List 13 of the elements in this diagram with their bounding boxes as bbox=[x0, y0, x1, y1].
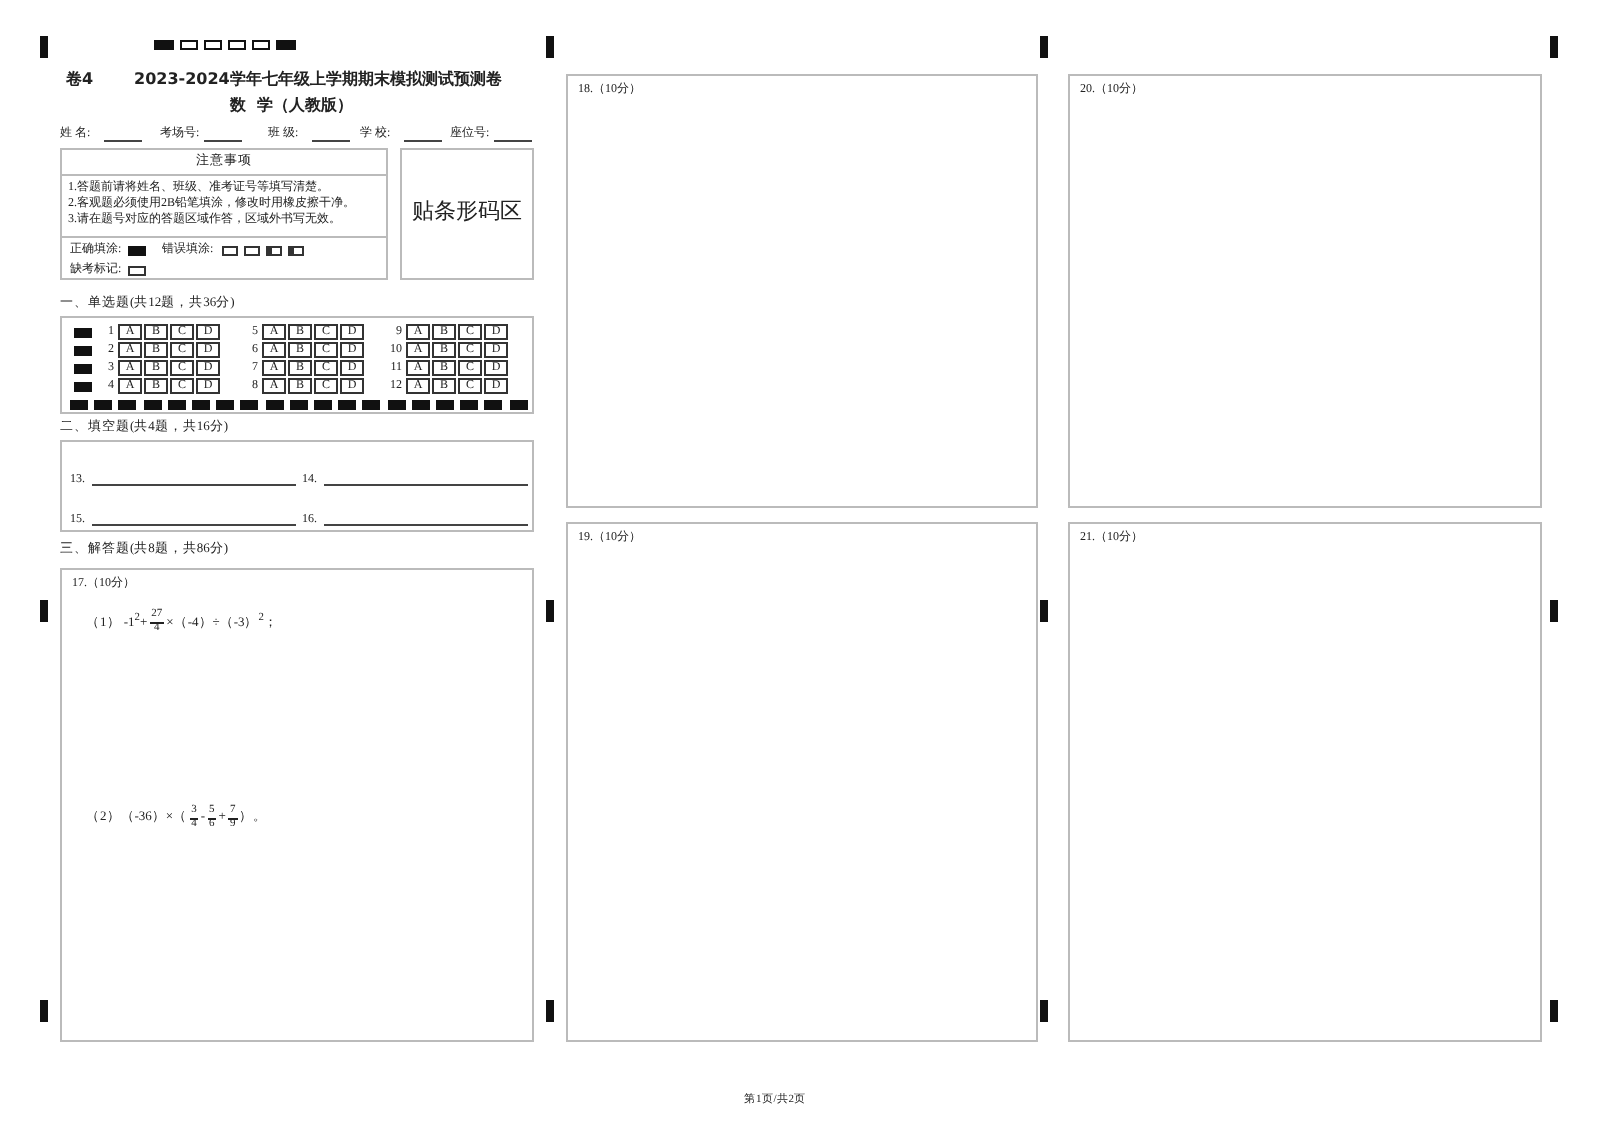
subject-title: 数 学（人教版） bbox=[230, 98, 354, 114]
answer-box bbox=[1068, 74, 1542, 508]
answer-box bbox=[60, 568, 534, 1042]
sheet-number: 卷4 bbox=[66, 72, 94, 88]
choice-answer-grid bbox=[60, 316, 534, 414]
exam-title: 2023-2024学年七年级上学期期末模拟测试预测卷 bbox=[134, 72, 502, 88]
barcode-area bbox=[400, 148, 534, 280]
fill-in-box bbox=[60, 440, 534, 532]
answer-box bbox=[566, 522, 1038, 1042]
barcode-label: 贴条形码区 bbox=[410, 202, 524, 224]
notice-box bbox=[60, 148, 388, 280]
answer-box bbox=[566, 74, 1038, 508]
answer-box bbox=[1068, 522, 1542, 1042]
